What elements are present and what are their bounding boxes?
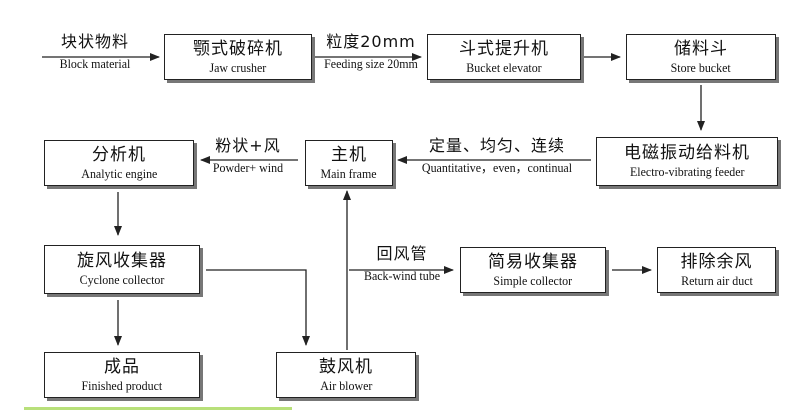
node-air-blower-en: Air blower <box>319 377 373 393</box>
node-finished-cn: 成品 <box>104 356 140 377</box>
node-finished-product: 成品 Finished product <box>44 352 200 398</box>
label-powder-wind-en: Powder+ wind <box>212 160 284 175</box>
bottom-accent-bar <box>24 407 292 410</box>
node-analytic-engine-en: Analytic engine <box>80 165 158 181</box>
node-cyclone-en: Cyclone collector <box>79 272 165 287</box>
label-block-material-en: Block material <box>59 56 131 71</box>
label-quantitative-cn: 定量、均匀、连续 <box>428 136 565 155</box>
node-jaw-crusher-en: Jaw crusher <box>209 59 267 75</box>
node-main-frame-en: Main frame <box>320 165 378 181</box>
node-jaw-crusher: 颚式破碎机 Jaw crusher <box>164 34 312 80</box>
node-feeder-en: Electro-vibrating feeder <box>629 164 745 179</box>
node-bucket-elevator-en: Bucket elevator <box>466 59 542 75</box>
node-electro-vibrating-feeder: 电磁振动给料机 Electro-vibrating feeder <box>596 137 778 186</box>
label-quantitative-en: Quantitative，even，continual <box>421 160 573 175</box>
node-cyclone-collector: 旋风收集器 Cyclone collector <box>44 245 200 294</box>
arrow-cyclone-to-blower <box>206 269 310 346</box>
label-powder-wind: 粉状+风 Powder+ wind <box>200 136 296 175</box>
node-analytic-engine-cn: 分析机 <box>92 144 146 165</box>
node-store-bucket: 储料斗 Store bucket <box>626 34 776 80</box>
node-feeder-cn: 电磁振动给料机 <box>624 143 750 163</box>
node-bucket-elevator: 斗式提升机 Bucket elevator <box>427 34 581 80</box>
node-return-air-duct: 排除余风 Return air duct <box>657 247 776 293</box>
node-main-frame-cn: 主机 <box>331 144 367 165</box>
node-simple-collector-en: Simple collector <box>493 272 573 288</box>
node-simple-collector: 简易收集器 Simple collector <box>460 247 606 293</box>
node-analytic-engine: 分析机 Analytic engine <box>44 140 194 186</box>
label-quantitative: 定量、均匀、连续 Quantitative，even，continual <box>403 136 591 175</box>
node-cyclone-cn: 旋风收集器 <box>77 251 167 271</box>
label-block-material: 块状物料 Block material <box>40 32 150 71</box>
label-back-wind-en: Back-wind tube <box>363 268 441 283</box>
node-air-blower: 鼓风机 Air blower <box>276 352 416 398</box>
label-powder-wind-cn: 粉状+风 <box>215 136 281 155</box>
label-feeding-size-cn: 粒度20mm <box>326 32 416 51</box>
node-simple-collector-cn: 简易收集器 <box>488 251 578 272</box>
label-feeding-size-en: Feeding size 20mm <box>324 56 418 71</box>
label-feeding-size: 粒度20mm Feeding size 20mm <box>312 32 430 71</box>
node-return-duct-cn: 排除余风 <box>680 251 753 272</box>
node-main-frame: 主机 Main frame <box>305 140 393 186</box>
label-back-wind-cn: 回风管 <box>376 244 428 263</box>
label-block-material-cn: 块状物料 <box>60 32 129 51</box>
node-store-bucket-en: Store bucket <box>670 59 732 75</box>
node-bucket-elevator-cn: 斗式提升机 <box>459 38 549 59</box>
node-return-duct-en: Return air duct <box>680 272 753 288</box>
node-store-bucket-cn: 储料斗 <box>674 38 728 59</box>
node-air-blower-cn: 鼓风机 <box>319 356 373 377</box>
node-finished-en: Finished product <box>81 377 163 393</box>
node-jaw-crusher-cn: 颚式破碎机 <box>193 38 283 59</box>
label-back-wind: 回风管 Back-wind tube <box>352 244 452 283</box>
